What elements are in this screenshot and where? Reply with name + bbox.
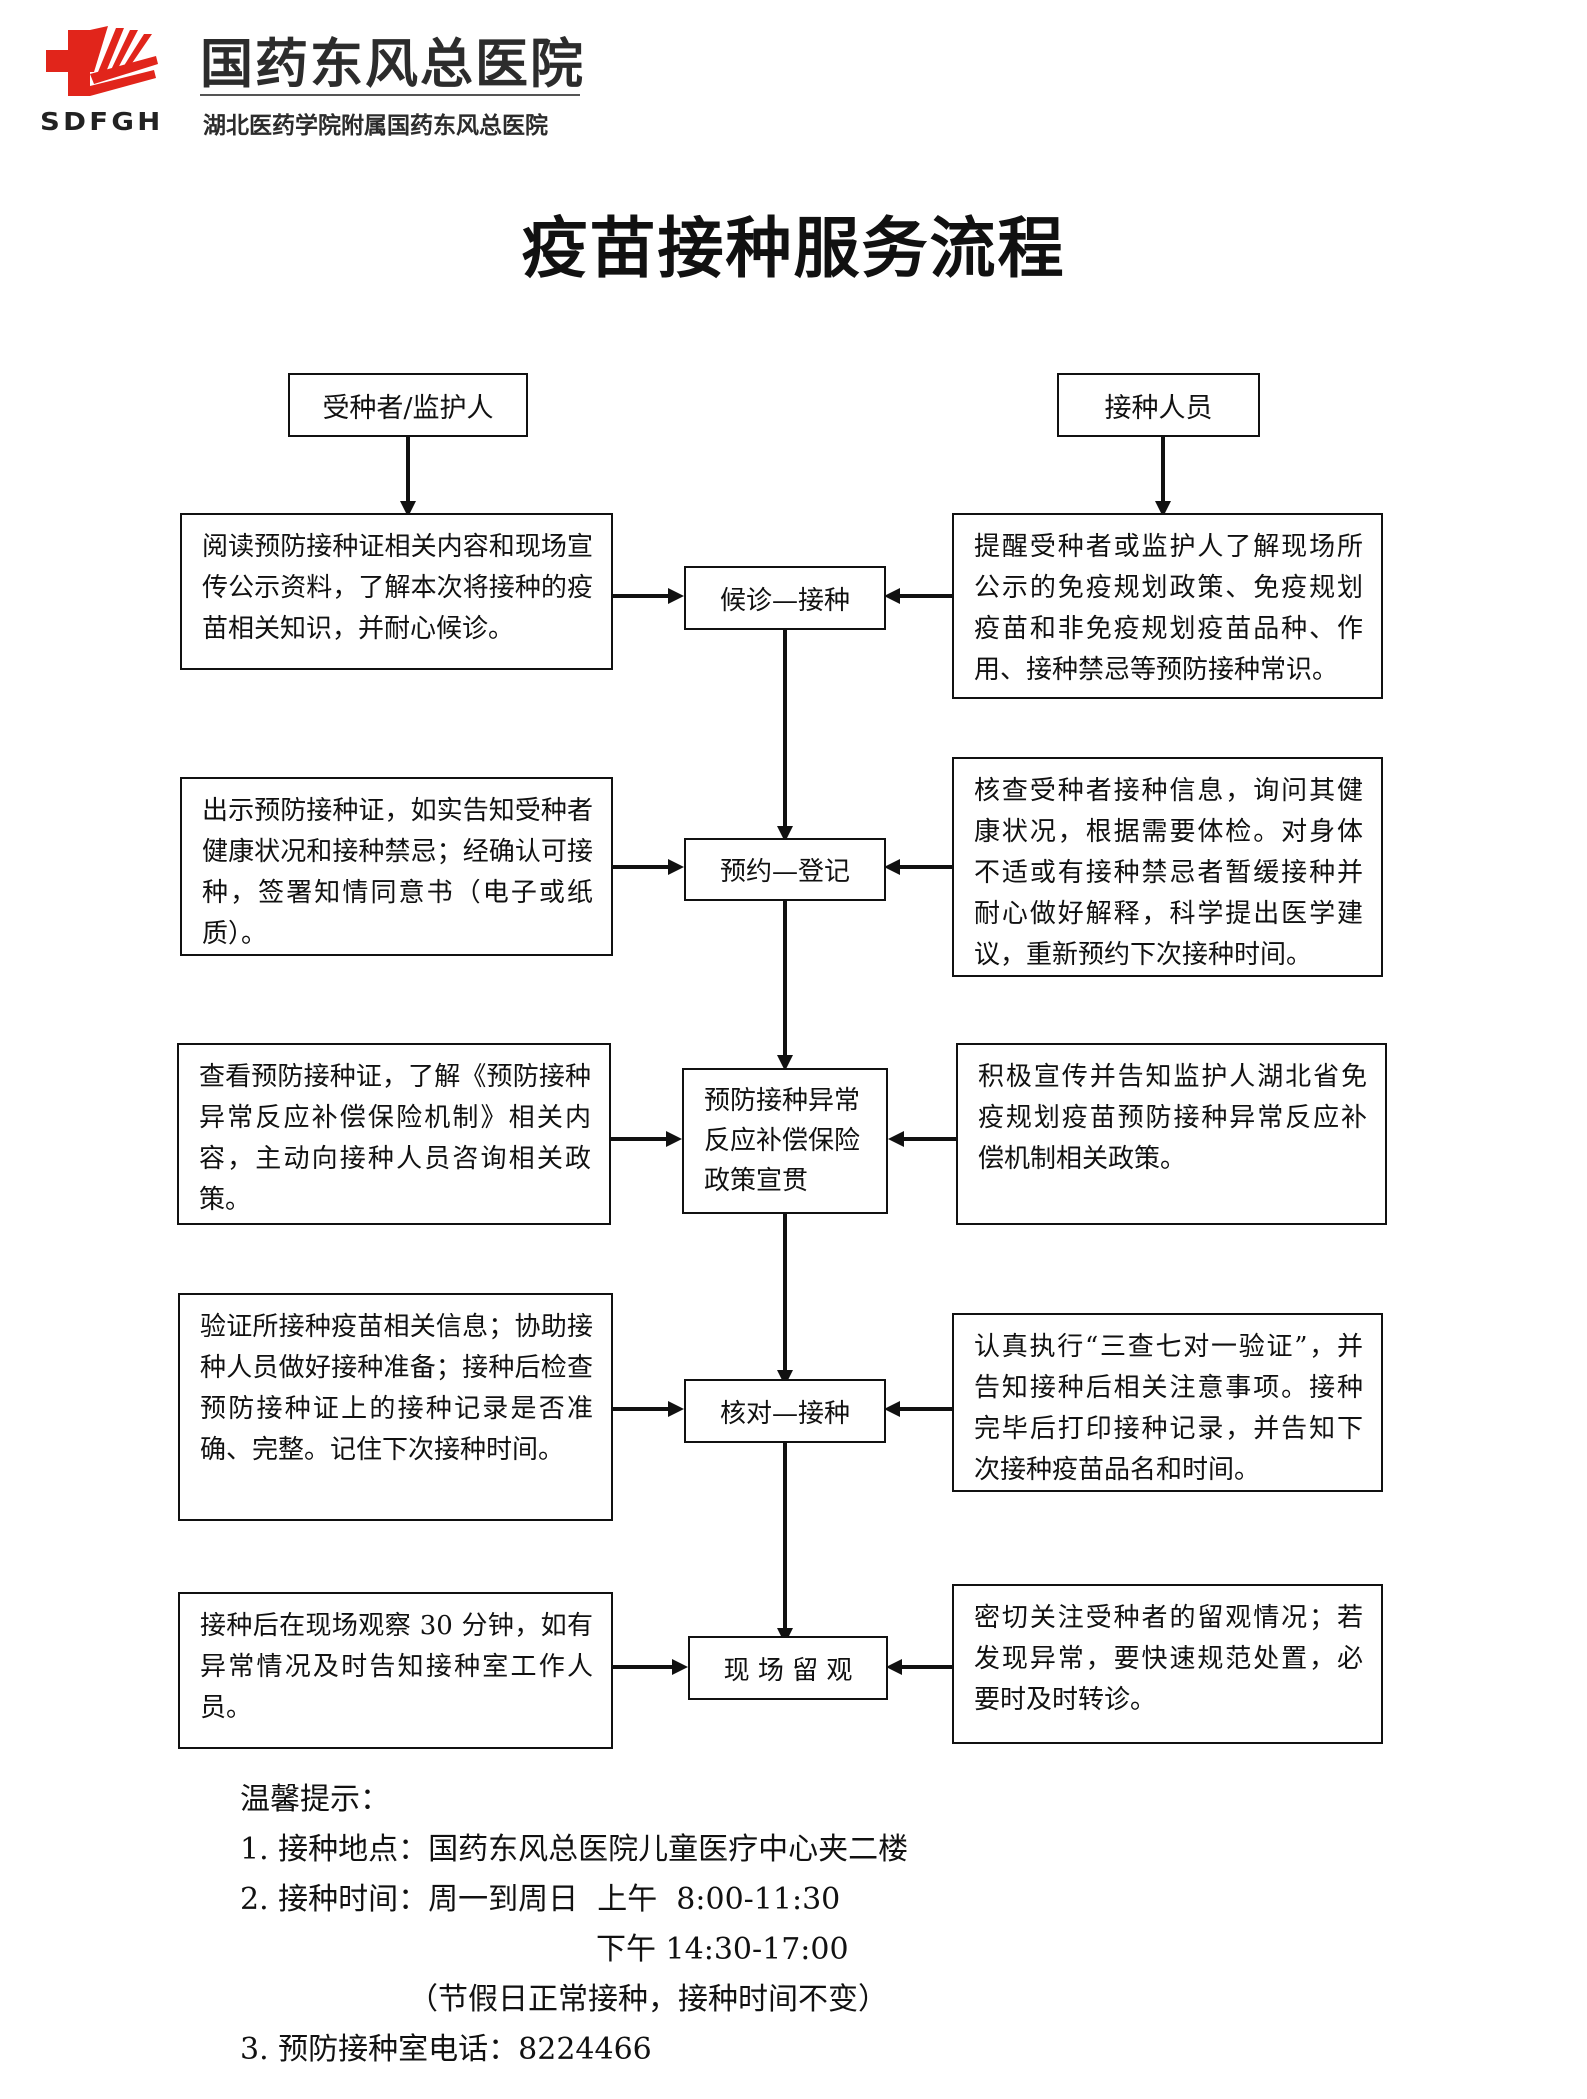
arrowhead	[884, 859, 900, 875]
arrowhead	[884, 588, 900, 604]
step4-label: 核对—接种	[684, 1379, 886, 1443]
role-recipient-guardian: 受种者/监护人	[288, 373, 528, 437]
arrowhead	[668, 1401, 684, 1417]
tips-section: 温馨提示： 1. 接种地点：国药东风总医院儿童医疗中心夹二楼 2. 接种时间：周…	[240, 1775, 908, 2075]
arrowhead	[888, 1131, 904, 1147]
hospital-subtitle: 湖北医药学院附属国药东风总医院	[203, 113, 548, 139]
arrowhead	[886, 1659, 902, 1675]
hospital-name: 国药东风总医院	[200, 34, 585, 95]
step3-recipient-text: 查看预防接种证，了解《预防接种异常反应补偿保险机制》相关内容，主动向接种人员咨询…	[177, 1043, 611, 1225]
step4-staff-text: 认真执行“三查七对一验证”，并告知接种后相关注意事项。接种完毕后打印接种记录，并…	[952, 1313, 1383, 1492]
arrowhead	[666, 1131, 682, 1147]
tips-location: 1. 接种地点：国药东风总医院儿童医疗中心夹二楼	[240, 1832, 909, 1867]
arrowhead	[884, 1401, 900, 1417]
step1-label: 候诊—接种	[684, 566, 886, 630]
step1-recipient-text: 阅读预防接种证相关内容和现场宣传公示资料，了解本次将接种的疫苗相关知识，并耐心候…	[180, 513, 613, 670]
step3-staff-text: 积极宣传并告知监护人湖北省免疫规划疫苗预防接种异常反应补偿机制相关政策。	[956, 1043, 1387, 1225]
tips-time-am: 2. 接种时间：周一到周日 上午 8:00-11:30	[240, 1882, 841, 1917]
step1-staff-text: 提醒受种者或监护人了解现场所公示的免疫规划政策、免疫规划疫苗和非免疫规划疫苗品种…	[952, 513, 1383, 699]
header-divider	[200, 94, 580, 96]
tips-heading: 温馨提示：	[240, 1782, 390, 1817]
page-title: 疫苗接种服务流程	[521, 209, 1066, 287]
step2-label: 预约—登记	[684, 838, 886, 901]
step4-recipient-text: 验证所接种疫苗相关信息；协助接种人员做好接种准备；接种后检查预防接种证上的接种记…	[178, 1293, 613, 1521]
logo-abbreviation: SDFGH	[40, 107, 164, 136]
step2-staff-text: 核查受种者接种信息，询问其健康状况，根据需要体检。对身体不适或有接种禁忌者暂缓接…	[952, 757, 1383, 977]
hospital-logo-icon	[46, 26, 158, 98]
role-vaccination-staff: 接种人员	[1057, 373, 1260, 437]
step5-staff-text: 密切关注受种者的留观情况；若发现异常，要快速规范处置，必要时及时转诊。	[952, 1584, 1383, 1744]
tips-time-pm: 下午 14:30-17:00	[596, 1932, 849, 1967]
step2-recipient-text: 出示预防接种证，如实告知受种者健康状况和接种禁忌；经确认可接种，签署知情同意书（…	[180, 777, 613, 956]
tips-phone: 3. 预防接种室电话：8224466	[240, 2032, 652, 2067]
arrowhead	[672, 1659, 688, 1675]
step5-recipient-text: 接种后在现场观察 30 分钟，如有异常情况及时告知接种室工作人员。	[178, 1592, 613, 1749]
step3-label: 预防接种异常反应补偿保险政策宣贯	[682, 1068, 888, 1214]
arrowhead	[668, 588, 684, 604]
arrowhead	[668, 859, 684, 875]
tips-holiday: （节假日正常接种，接种时间不变）	[408, 1982, 888, 2017]
step5-label: 现 场 留 观	[688, 1636, 888, 1700]
